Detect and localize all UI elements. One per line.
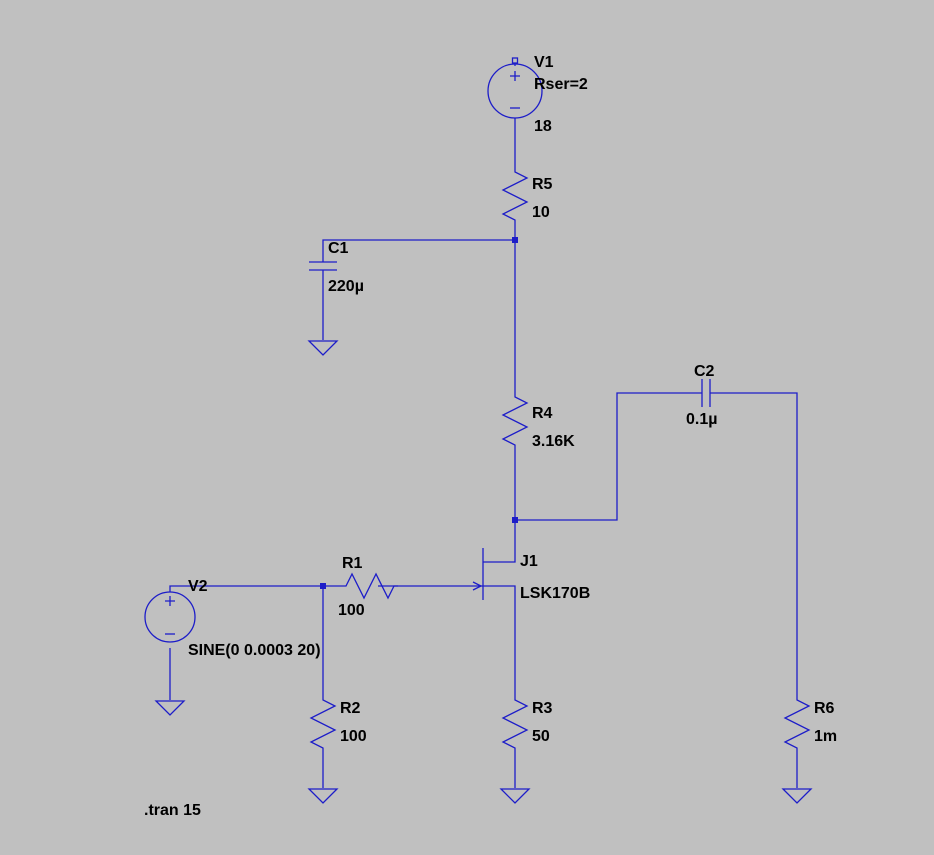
- ground-icon-r3[interactable]: [499, 788, 531, 804]
- resistor-r5[interactable]: [501, 168, 529, 224]
- jfet-j1[interactable]: [472, 548, 516, 600]
- r5-value: 10: [532, 204, 550, 221]
- r5-name: R5: [532, 176, 553, 193]
- r4-name: R4: [532, 405, 553, 422]
- v1-param: Rser=2: [534, 76, 588, 93]
- junctions: [320, 237, 518, 589]
- ground-icon-v2[interactable]: [154, 700, 186, 716]
- wire-drain-c2[interactable]: [515, 392, 702, 521]
- v1-value: 18: [534, 118, 552, 135]
- wire-node-c1[interactable]: [322, 239, 515, 262]
- wire-v2-r1[interactable]: [169, 585, 342, 592]
- v1-name: V1: [534, 54, 554, 71]
- r6-value: 1m: [814, 728, 837, 745]
- c1-name: C1: [328, 240, 349, 257]
- v2-name: V2: [188, 578, 208, 595]
- resistor-r6[interactable]: [783, 696, 811, 752]
- junction-drain-node: [512, 517, 518, 523]
- r3-value: 50: [532, 728, 550, 745]
- wires: [169, 118, 798, 788]
- junction-supply-node: [512, 237, 518, 243]
- wire-c2-r6[interactable]: [710, 392, 798, 696]
- capacitor-c2[interactable]: [701, 379, 711, 407]
- c1-value: 220µ: [328, 278, 364, 295]
- ground-icon-r2[interactable]: [307, 788, 339, 804]
- r2-name: R2: [340, 700, 361, 717]
- j1-name: J1: [520, 553, 538, 570]
- resistor-r3[interactable]: [501, 696, 529, 752]
- resistor-r2[interactable]: [309, 696, 337, 752]
- resistor-r1[interactable]: [342, 572, 398, 600]
- c2-value: 0.1µ: [686, 411, 717, 428]
- junction-input-node: [320, 583, 326, 589]
- r4-value: 3.16K: [532, 433, 575, 450]
- ground-icon-r6[interactable]: [781, 788, 813, 804]
- j1-value: LSK170B: [520, 585, 590, 602]
- spice-directive[interactable]: .tran 15: [144, 802, 201, 819]
- r1-value: 100: [338, 602, 365, 619]
- resistor-r4[interactable]: [501, 393, 529, 449]
- voltage-source-v1[interactable]: [487, 57, 543, 119]
- v2-value: SINE(0 0.0003 20): [188, 642, 321, 659]
- ground-icon-c1[interactable]: [307, 340, 339, 356]
- capacitor-c1[interactable]: [309, 261, 337, 271]
- r3-name: R3: [532, 700, 553, 717]
- c2-name: C2: [694, 363, 715, 380]
- r6-name: R6: [814, 700, 835, 717]
- r1-name: R1: [342, 555, 363, 572]
- voltage-source-v2[interactable]: [144, 591, 196, 643]
- r2-value: 100: [340, 728, 367, 745]
